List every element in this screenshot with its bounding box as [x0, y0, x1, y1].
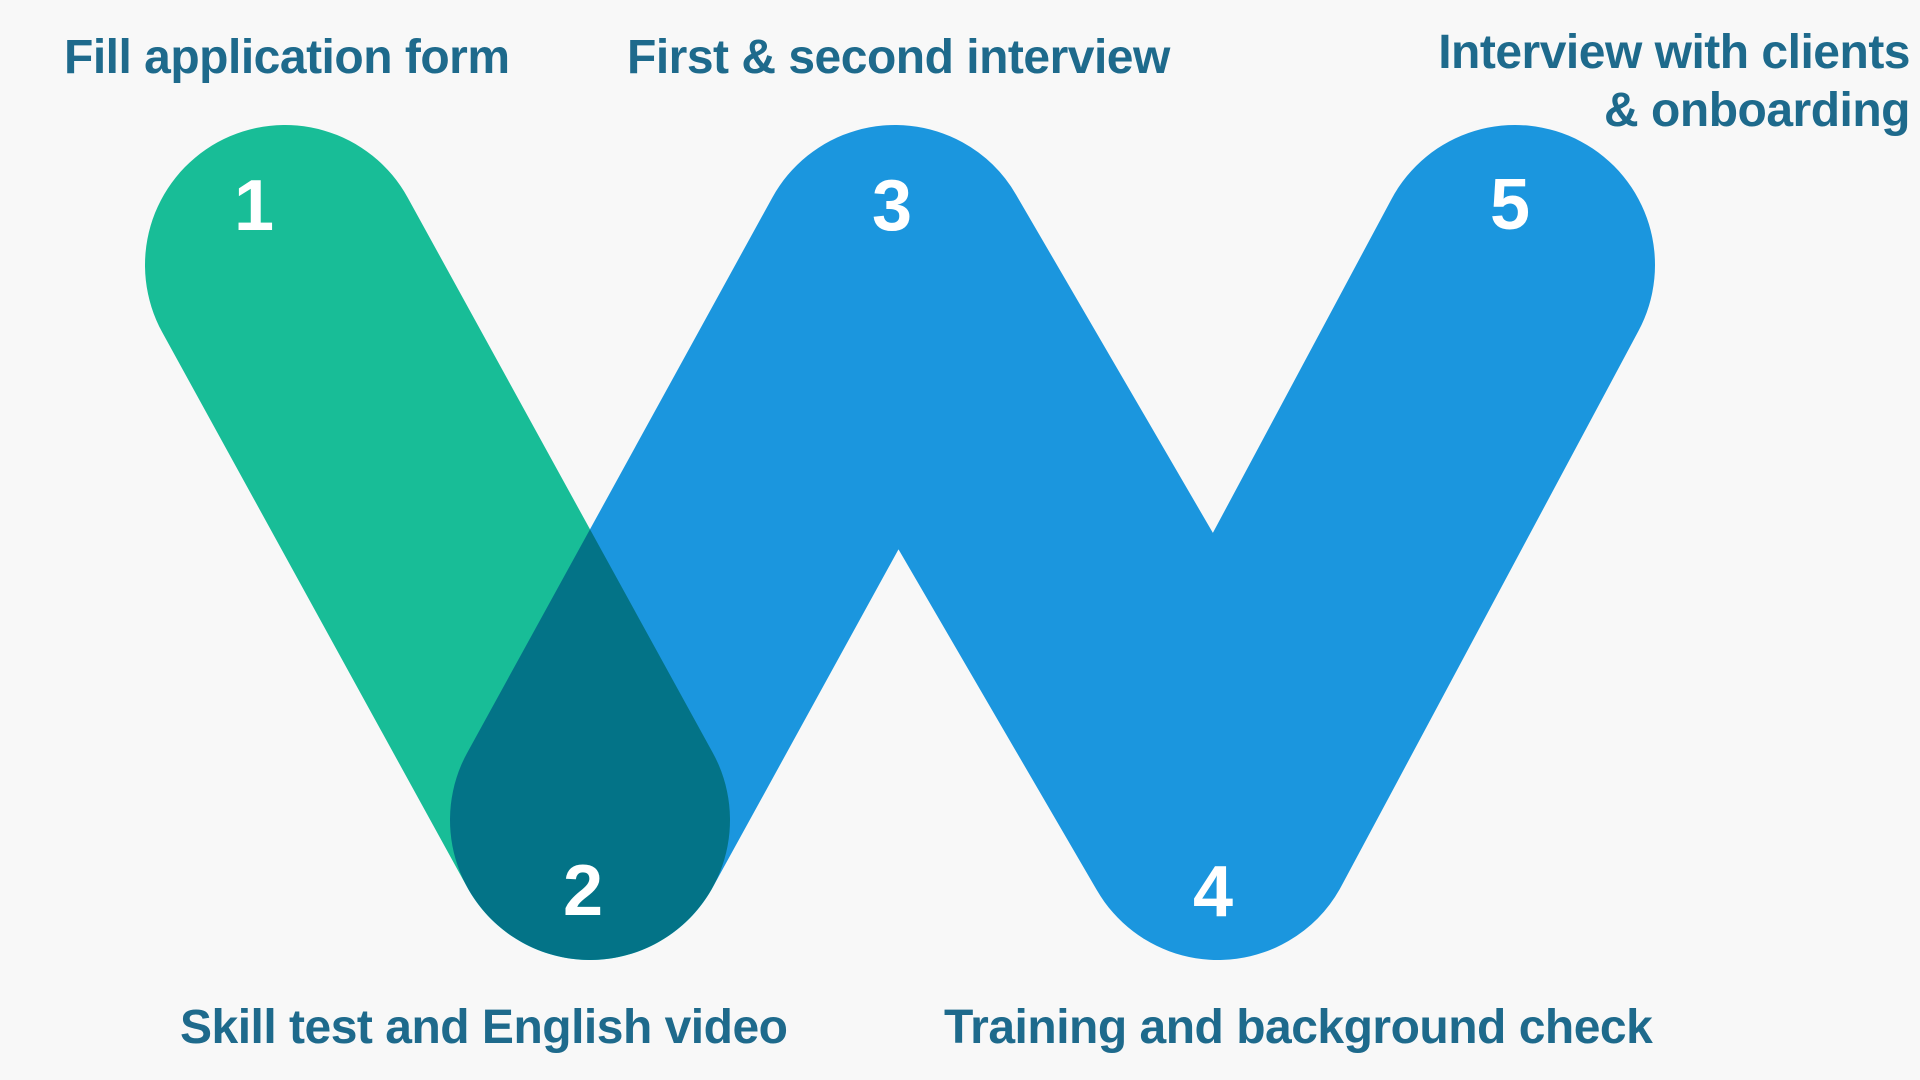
w-blue-stroke	[450, 125, 1655, 960]
step-3-label: First & second interview	[627, 31, 1170, 84]
w-green-stroke	[145, 125, 730, 960]
step-5-number: 5	[1489, 165, 1531, 245]
step-5-label-line-1: Interview with clients	[1438, 26, 1910, 79]
step-4-label: Training and background check	[944, 1001, 1653, 1054]
step-3-number: 3	[871, 166, 913, 246]
step-2-label: Skill test and English video	[180, 1001, 788, 1054]
step-1-number: 1	[233, 166, 275, 246]
step-4-number: 4	[1192, 852, 1234, 932]
step-5-label: Interview with clients & onboarding	[1438, 24, 1910, 140]
step-5-label-line-2: & onboarding	[1604, 84, 1910, 137]
step-1-label: Fill application form	[64, 31, 510, 84]
step-2-number: 2	[562, 851, 604, 931]
